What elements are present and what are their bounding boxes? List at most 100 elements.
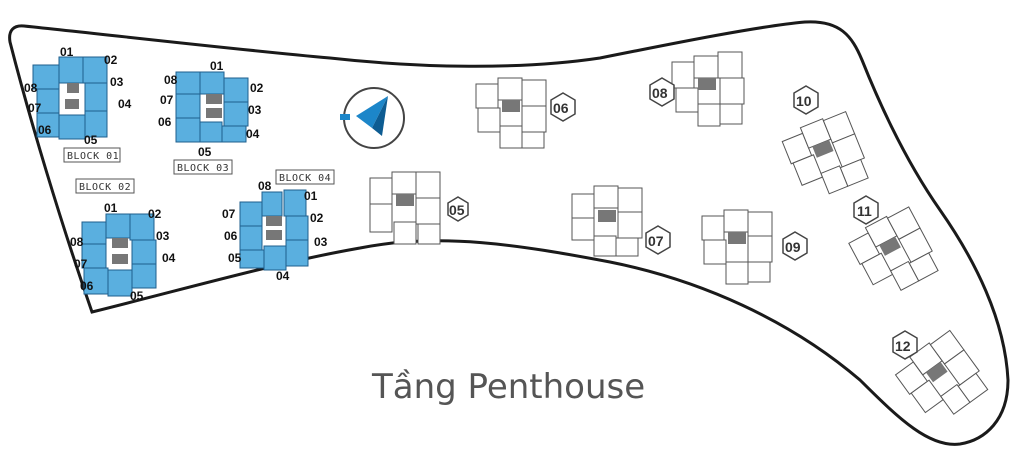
block-06[interactable] xyxy=(475,77,547,149)
core xyxy=(598,210,616,222)
unit-label-04: 04 xyxy=(162,251,176,265)
unit xyxy=(719,103,743,125)
unit-02[interactable] xyxy=(129,213,155,241)
unit-08[interactable] xyxy=(261,191,283,217)
unit xyxy=(861,252,894,286)
unit-05[interactable] xyxy=(107,269,133,297)
unit xyxy=(703,239,727,265)
block-number: 07 xyxy=(648,233,664,249)
unit xyxy=(910,379,944,414)
core xyxy=(112,254,128,264)
unit xyxy=(671,61,695,89)
core xyxy=(502,100,520,112)
block-08[interactable] xyxy=(671,51,745,127)
unit-05[interactable] xyxy=(239,249,265,269)
block-11[interactable] xyxy=(846,205,942,301)
hex-badge xyxy=(892,330,918,360)
unit-04[interactable] xyxy=(263,245,287,271)
block-01[interactable] xyxy=(32,56,108,140)
unit-label-06: 06 xyxy=(158,115,172,129)
unit-label-07: 07 xyxy=(222,207,236,221)
unit-05[interactable] xyxy=(58,114,86,140)
unit-label-01: 01 xyxy=(104,201,118,215)
unit-02[interactable] xyxy=(223,77,249,103)
north-arrow-icon xyxy=(340,87,405,149)
unit-label-06: 06 xyxy=(80,279,94,293)
unit-label-03: 03 xyxy=(156,229,170,243)
unit-label-03: 03 xyxy=(314,235,328,249)
unit-label-02: 02 xyxy=(148,207,162,221)
unit-04[interactable] xyxy=(131,263,157,289)
unit xyxy=(369,177,393,205)
unit xyxy=(723,209,749,233)
core xyxy=(396,194,414,206)
unit-01[interactable] xyxy=(58,56,84,84)
unit xyxy=(693,55,719,79)
core xyxy=(728,232,746,244)
unit-01[interactable] xyxy=(199,71,225,95)
unit xyxy=(393,221,417,245)
unit-01[interactable] xyxy=(105,213,131,239)
unit-03[interactable] xyxy=(131,239,157,265)
unit-07[interactable] xyxy=(175,93,201,119)
unit xyxy=(889,260,920,291)
unit xyxy=(417,223,441,245)
hex-badge xyxy=(649,77,675,107)
block-04[interactable] xyxy=(239,189,309,271)
unit-06[interactable] xyxy=(239,225,263,251)
block-label: BLOCK 04 xyxy=(279,173,331,184)
unit-04[interactable] xyxy=(221,125,247,143)
core xyxy=(266,216,282,226)
core xyxy=(206,108,222,118)
unit-08[interactable] xyxy=(81,221,107,245)
unit xyxy=(521,105,547,133)
unit-01[interactable] xyxy=(283,189,307,217)
block-05[interactable] xyxy=(369,171,441,245)
unit xyxy=(475,83,499,109)
unit-label-03: 03 xyxy=(110,75,124,89)
block-number: 10 xyxy=(796,93,812,109)
unit xyxy=(617,187,643,213)
unit-label-07: 07 xyxy=(74,257,88,271)
unit-label-01: 01 xyxy=(304,189,318,203)
unit-label-08: 08 xyxy=(70,235,84,249)
core xyxy=(65,99,79,109)
unit-03[interactable] xyxy=(285,239,309,267)
unit-07[interactable] xyxy=(239,201,263,227)
unit xyxy=(571,217,595,241)
unit-03[interactable] xyxy=(223,101,249,127)
block-12[interactable] xyxy=(892,329,991,428)
hex-badge xyxy=(853,195,879,225)
unit-label-01: 01 xyxy=(210,59,224,73)
unit-label-06: 06 xyxy=(38,123,52,137)
unit-08[interactable] xyxy=(175,71,201,95)
unit-06[interactable] xyxy=(83,267,109,295)
unit xyxy=(940,383,971,415)
core xyxy=(112,238,128,248)
core xyxy=(206,94,222,104)
block-07[interactable] xyxy=(571,185,643,257)
unit-03[interactable] xyxy=(84,82,108,112)
unit-label-03: 03 xyxy=(248,103,262,117)
unit-06[interactable] xyxy=(175,117,201,143)
unit xyxy=(499,125,523,149)
hex-badge xyxy=(645,225,671,255)
block-03[interactable] xyxy=(175,71,249,143)
block-10[interactable] xyxy=(780,110,872,203)
block-02[interactable] xyxy=(81,213,157,297)
unit-label-08: 08 xyxy=(164,73,178,87)
unit xyxy=(415,197,441,225)
hex-badge xyxy=(447,196,469,222)
unit-label-02: 02 xyxy=(250,81,264,95)
block-number: 08 xyxy=(652,85,668,101)
block-number: 06 xyxy=(553,100,569,116)
hex-badge xyxy=(550,92,576,122)
unit-02[interactable] xyxy=(285,215,309,241)
block-label: BLOCK 02 xyxy=(79,182,131,193)
unit-label-07: 07 xyxy=(28,101,42,115)
unit xyxy=(697,103,721,127)
block-label-box xyxy=(75,178,135,194)
block-09[interactable] xyxy=(701,209,773,285)
unit-05[interactable] xyxy=(199,121,223,143)
